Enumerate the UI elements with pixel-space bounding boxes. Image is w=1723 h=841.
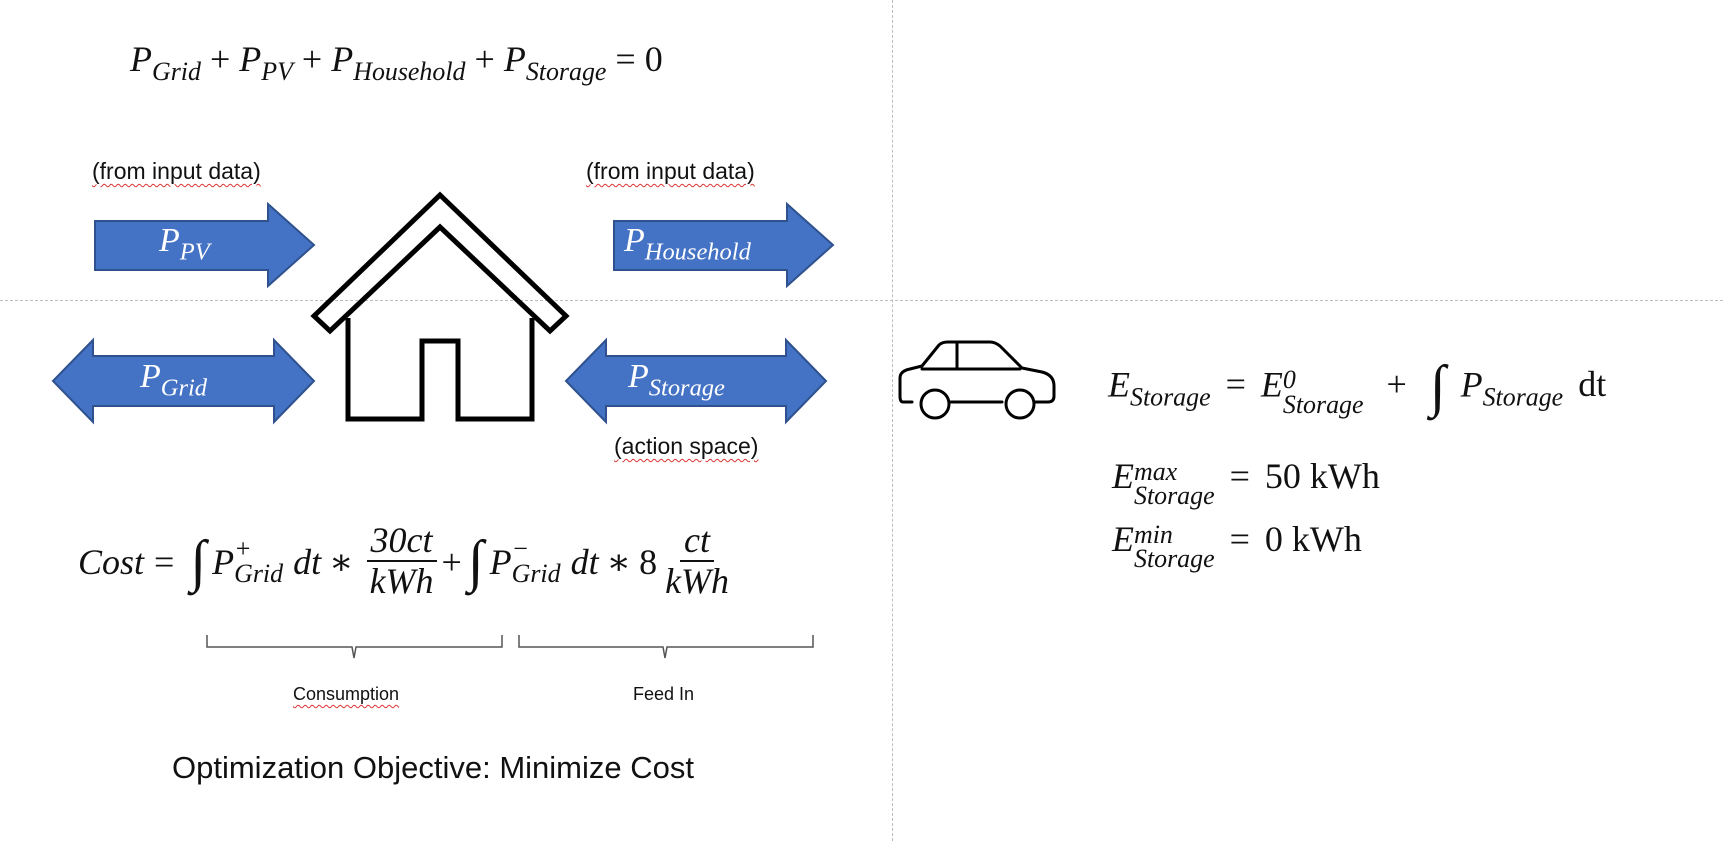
storage-arrow — [564, 337, 828, 425]
household-source-note: (from input data) — [586, 158, 755, 184]
grid-arrow-label: PGrid — [140, 358, 208, 402]
pv-arrow-label: PPV — [159, 222, 210, 266]
cost-braces — [206, 635, 814, 659]
power-balance-equation: PGrid + PPV + PHousehold + PStorage = 0 — [130, 39, 663, 87]
optimization-objective: Optimization Objective: Minimize Cost — [172, 750, 694, 785]
feed-in-label: Feed In — [633, 684, 695, 704]
pv-source-note: (from input data) — [92, 158, 261, 184]
consumption-label: Consumption — [293, 684, 400, 704]
storage-arrow-label: PStorage — [628, 358, 725, 402]
grid-arrow — [51, 337, 316, 425]
horizontal-guide-line — [0, 300, 1723, 301]
house-icon — [310, 191, 570, 422]
vertical-guide-line — [892, 0, 893, 841]
household-arrow-label: PHousehold — [624, 222, 751, 266]
car-icon — [898, 340, 1056, 420]
storage-action-note: (action space) — [614, 433, 759, 459]
household-arrow — [613, 201, 835, 289]
pv-arrow — [94, 201, 316, 289]
